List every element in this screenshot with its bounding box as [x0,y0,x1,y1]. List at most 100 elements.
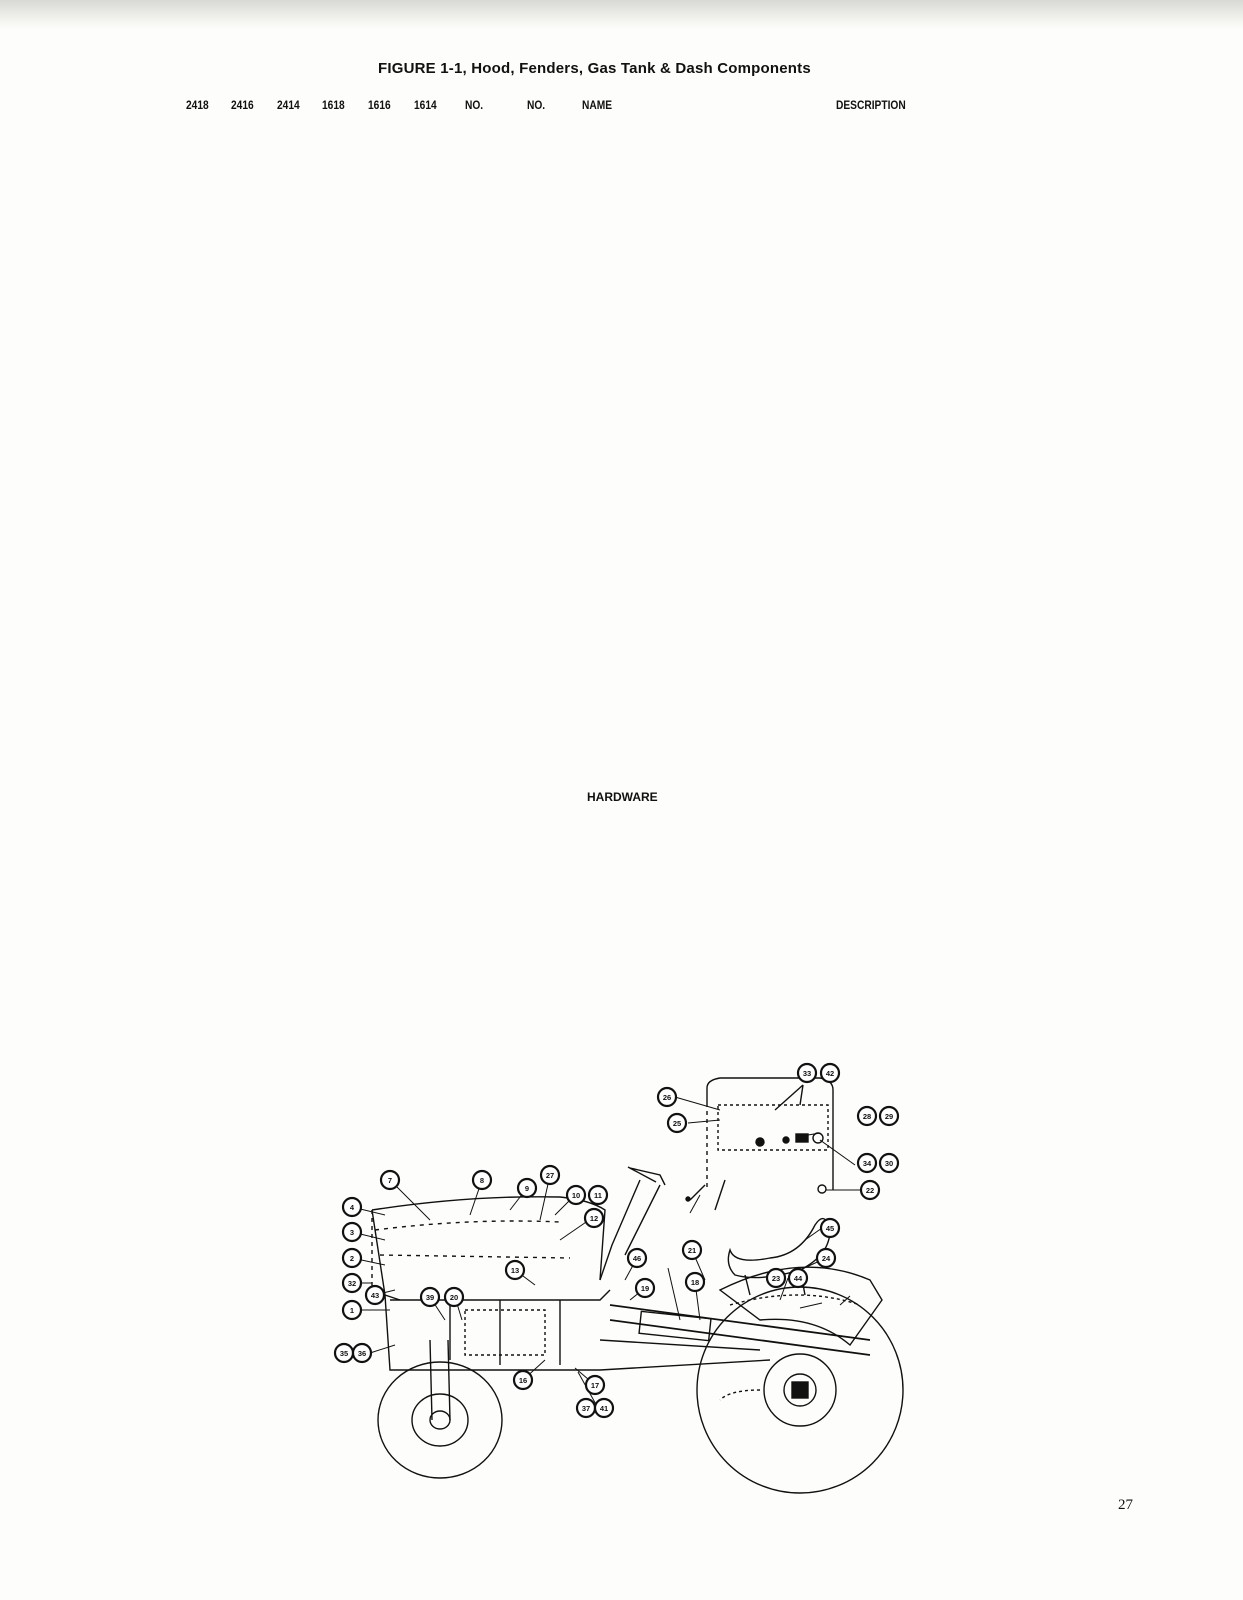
col-description: DESCRIPTION [836,98,906,112]
col-2418: 2418 [186,98,209,112]
callout-label: 36 [358,1349,366,1358]
hardware-heading: HARDWARE [587,790,658,804]
callout-bubble: 17 [584,1374,606,1396]
rear-wheel [696,1286,904,1494]
callout-label: 19 [641,1284,649,1293]
callout-bubble: 1 [341,1299,363,1321]
callout-label: 11 [594,1191,602,1200]
callout-label: 7 [388,1176,392,1185]
callout-label: 29 [885,1112,893,1121]
callout-label: 17 [591,1381,599,1390]
callout-label: 1 [350,1306,354,1315]
callout-bubble: 33 [796,1062,818,1084]
callout-label: 25 [673,1119,681,1128]
callout-bubble: 8 [471,1169,493,1191]
callout-label: 23 [772,1274,780,1283]
callout-label: 45 [826,1224,834,1233]
scan-edge [0,0,1243,30]
col-1616: 1616 [368,98,391,112]
callout-label: 27 [546,1171,554,1180]
callout-label: 16 [519,1376,527,1385]
hood-outline [371,1196,606,1301]
callout-label: 32 [348,1279,356,1288]
callout-bubble: 23 [765,1267,787,1289]
callout-bubble: 36 [351,1342,373,1364]
callout-label: 18 [691,1278,699,1287]
callout-label: 34 [863,1159,872,1168]
callout-bubble: 2 [341,1247,363,1269]
page-number: 27 [1118,1497,1133,1513]
callout-bubble: 7 [379,1169,401,1191]
callout-label: 13 [511,1266,519,1275]
callout-label: 2 [350,1254,354,1263]
callout-label: 3 [350,1228,354,1237]
callout-bubble: 24 [815,1247,837,1269]
callout-label: 43 [371,1291,379,1300]
callout-label: 44 [794,1274,803,1283]
callout-bubble: 30 [878,1152,900,1174]
callout-label: 21 [688,1246,696,1255]
callout-bubble: 13 [504,1259,526,1281]
callout-bubble: 45 [819,1217,841,1239]
callout-bubble: 37 [575,1397,597,1419]
callout-bubble: 35 [333,1342,355,1364]
callout-label: 42 [826,1069,834,1078]
dash-panel [706,1077,834,1194]
callout-label: 10 [572,1191,580,1200]
callout-bubble: 10 [565,1184,587,1206]
callout-label: 9 [525,1184,529,1193]
callout-bubble: 11 [587,1184,609,1206]
callout-label: 41 [600,1404,608,1413]
callout-label: 4 [350,1203,355,1212]
callout-bubble: 28 [856,1105,878,1127]
callout-bubble: 22 [859,1179,881,1201]
col-name: NAME [582,98,613,112]
callout-bubble: 26 [656,1086,678,1108]
col-ref-no: NO. [465,98,484,112]
callout-bubble: 12 [583,1207,605,1229]
callout-label: 8 [480,1176,484,1185]
col-2416: 2416 [231,98,254,112]
callout-bubble: 9 [516,1177,538,1199]
frame [384,1289,871,1371]
col-1618: 1618 [322,98,345,112]
callout-bubble: 44 [787,1267,809,1289]
callout-bubble: 25 [666,1112,688,1134]
callout-bubble: 42 [819,1062,841,1084]
callout-label: 24 [822,1254,831,1263]
callout-label: 12 [590,1214,598,1223]
callout-bubble: 43 [364,1284,386,1306]
callout-bubble: 46 [626,1247,648,1269]
callout-bubble: 34 [856,1152,878,1174]
callout-label: 26 [663,1093,671,1102]
callout-bubble: 27 [539,1164,561,1186]
front-wheel [377,1339,503,1479]
callout-label: 28 [863,1112,871,1121]
callout-bubble: 16 [512,1369,534,1391]
callout-bubble: 39 [419,1286,441,1308]
callout-label: 33 [803,1069,811,1078]
col-2414: 2414 [277,98,300,112]
callout-bubble: 18 [684,1271,706,1293]
steering-column [599,1166,726,1281]
callout-bubble: 29 [878,1105,900,1127]
callout-label: 35 [340,1349,348,1358]
callout-label: 20 [450,1293,458,1302]
callout-label: 37 [582,1404,590,1413]
callout-label: 39 [426,1293,434,1302]
col-1614: 1614 [414,98,437,112]
callout-bubble: 19 [634,1277,656,1299]
callout-bubble: 21 [681,1239,703,1261]
callout-label: 46 [633,1254,641,1263]
callout-label: 30 [885,1159,893,1168]
callout-bubble: 20 [443,1286,465,1308]
callout-bubble: 3 [341,1221,363,1243]
col-part-no: NO. [527,98,546,112]
callout-label: 22 [866,1186,874,1195]
callout-bubble: 32 [341,1272,363,1294]
callout-bubble: 4 [341,1196,363,1218]
figure-title: FIGURE 1-1, Hood, Fenders, Gas Tank & Da… [378,60,811,77]
callout-bubble: 41 [593,1397,615,1419]
